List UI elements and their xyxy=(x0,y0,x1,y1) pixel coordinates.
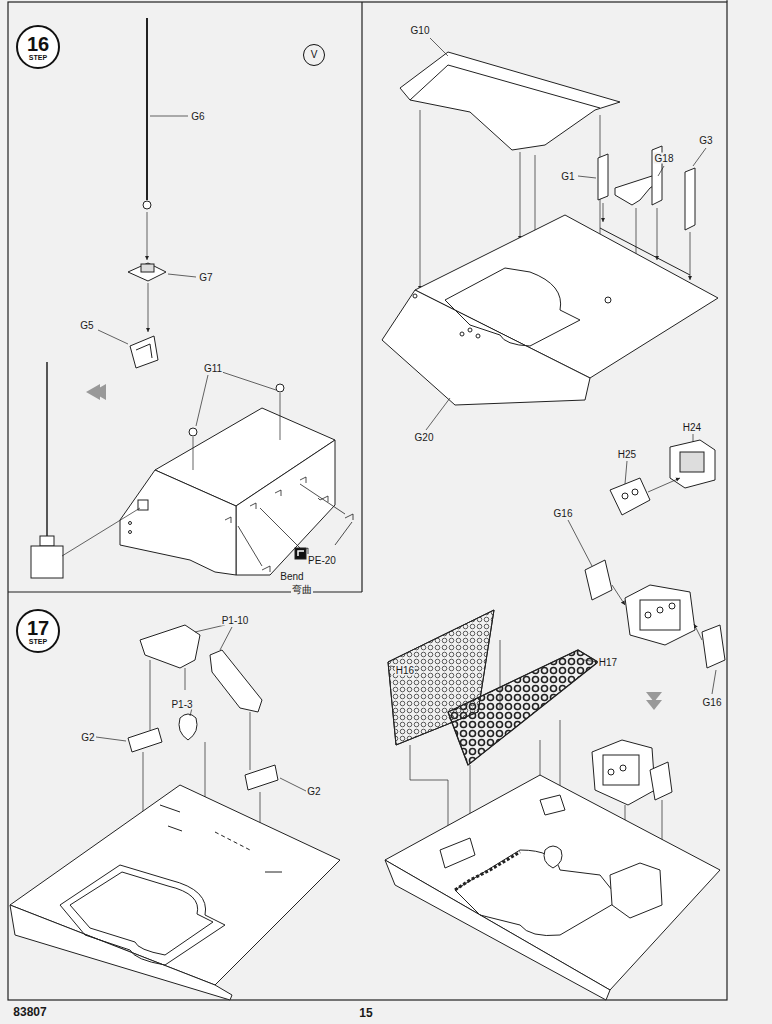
part-label: G2 xyxy=(80,732,95,743)
part-label: G11 xyxy=(203,363,223,374)
part-label: H25 xyxy=(617,449,637,460)
part-label: H17 xyxy=(598,657,618,668)
part-label: G7 xyxy=(198,272,213,283)
part-label: G16 xyxy=(553,508,574,519)
part-label: P1-10 xyxy=(221,615,250,626)
part-label: G16 xyxy=(702,697,723,708)
version-circle: V xyxy=(303,44,325,66)
part-label: G10 xyxy=(410,25,431,36)
part-label: G3 xyxy=(698,135,713,146)
part-label: G1 xyxy=(560,171,575,182)
part-label: G18 xyxy=(654,153,675,164)
step-badge: 16STEP xyxy=(16,25,60,69)
part-label: G6 xyxy=(190,111,205,122)
part-label: Bend xyxy=(279,571,304,582)
step-number: V xyxy=(311,50,318,60)
step-word: STEP xyxy=(29,54,47,61)
step-number: 17 xyxy=(27,618,49,638)
kit-number: 83807 xyxy=(12,1007,47,1018)
part-label: G2 xyxy=(306,786,321,797)
part-label: G20 xyxy=(414,432,435,443)
part-label: H16 xyxy=(395,665,415,676)
part-label: P1-3 xyxy=(170,699,193,710)
part-label: H24 xyxy=(682,422,702,433)
step-number: 16 xyxy=(27,34,49,54)
page-number: 15 xyxy=(358,1008,373,1019)
part-label: 弯曲 xyxy=(291,584,313,595)
part-label: PE-20 xyxy=(307,555,337,566)
part-label: G5 xyxy=(79,320,94,331)
step-badge: 17STEP xyxy=(16,609,60,653)
step-word: STEP xyxy=(29,638,47,645)
